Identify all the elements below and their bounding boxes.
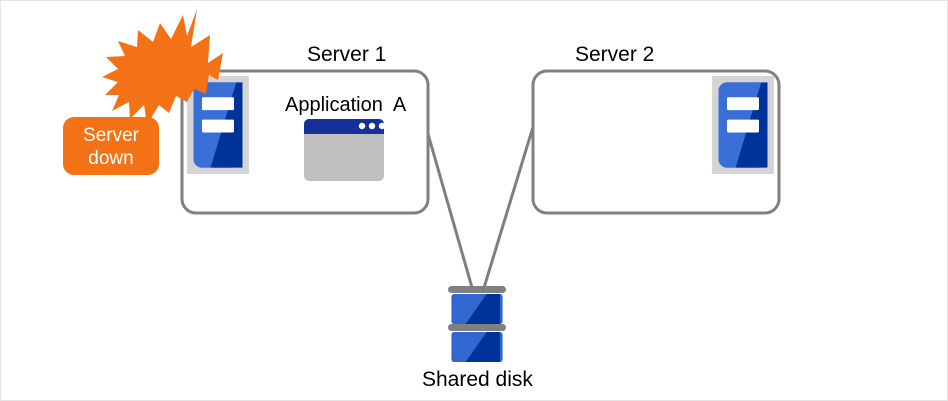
server-2-title: Server 2: [575, 43, 655, 66]
server-down-badge[interactable]: [63, 117, 159, 175]
application-a-label: Application A: [285, 94, 407, 116]
connector-lines: [424, 126, 535, 292]
server-rack-icon-2: [712, 76, 774, 174]
shared-disk-label: Shared disk: [422, 368, 533, 391]
disk-bar-top: [448, 286, 506, 293]
server-1-title: Server 1: [307, 43, 387, 66]
server-rack-icon-1: [187, 76, 249, 174]
application-window-icon: [304, 119, 386, 181]
disk-bar-middle: [448, 324, 506, 331]
window-dot-2: [368, 122, 376, 130]
window-dot-3: [378, 122, 386, 130]
connector-server2-to-disk: [481, 126, 535, 292]
explosion-burst-icon: [102, 9, 223, 125]
window-dot-1: [358, 122, 366, 130]
shared-disk-icon: [448, 286, 506, 362]
connector-server1-to-disk: [424, 126, 475, 292]
